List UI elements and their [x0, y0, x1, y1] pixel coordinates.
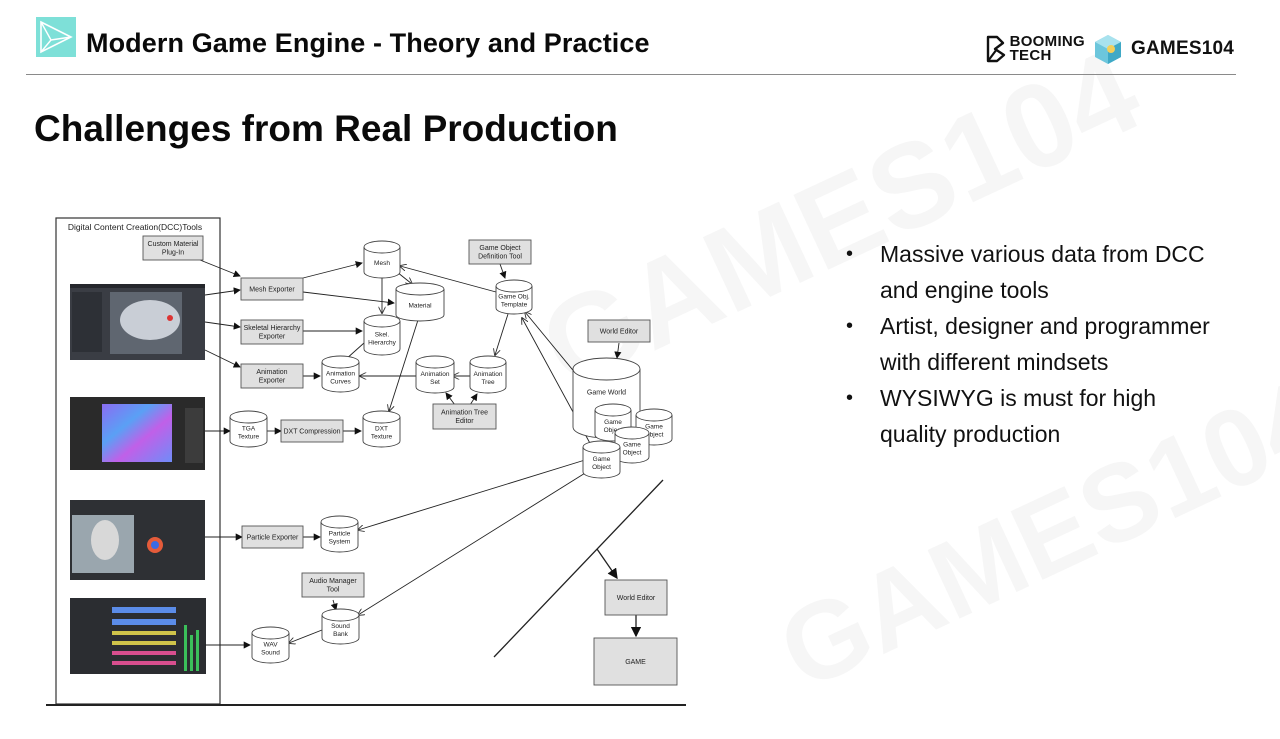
- dcc-tools-panel-title: Digital Content Creation(DCC)Tools: [68, 222, 202, 232]
- node-label: Animation: [256, 369, 287, 376]
- node-label: Sound: [261, 649, 280, 656]
- brand-logos: BOOMING TECH GAMES104: [985, 33, 1234, 65]
- node-label: GAME: [625, 659, 646, 666]
- node-label: Object: [645, 431, 664, 438]
- node-particle-exporter: Particle Exporter: [241, 525, 304, 549]
- games104-text: GAMES104: [1131, 38, 1234, 59]
- pipeline-diagram: Digital Content Creation(DCC)Tools: [46, 217, 686, 706]
- node-label: Object: [604, 427, 623, 434]
- node-label: Audio Manager: [309, 578, 357, 585]
- node-label: Editor: [455, 418, 474, 425]
- play-triangle-icon: [40, 20, 73, 54]
- node-label: Object: [623, 449, 642, 456]
- node-label: System: [329, 538, 351, 545]
- node-label: Set: [430, 379, 440, 386]
- node-label: Hierarchy: [368, 339, 397, 346]
- node-label: Particle Exporter: [247, 534, 299, 541]
- header-divider: [26, 74, 1236, 75]
- node-label: World Editor: [617, 595, 656, 602]
- node-label: Animation: [326, 370, 355, 377]
- node-label: DXT Compression: [283, 428, 340, 435]
- node-label: Custom Material: [148, 241, 199, 248]
- node-label: World Editor: [600, 328, 639, 335]
- node-label: Object: [592, 464, 611, 471]
- node-label: Tool: [327, 587, 340, 594]
- node-label: Skeletal Hierarchy: [244, 325, 301, 332]
- node-dxt-compression: DXT Compression: [280, 419, 344, 443]
- node-label: Animation: [421, 371, 450, 378]
- 3d-modeling-tool-screenshot: [70, 284, 205, 360]
- node-label: Definition Tool: [478, 254, 522, 261]
- store-skel-hierarchy: Skel.Hierarchy: [363, 314, 401, 356]
- node-game: GAME: [593, 637, 678, 686]
- bullet-dot-icon: •: [846, 387, 854, 409]
- particle-editor-screenshot: [70, 500, 205, 580]
- node-label: TGA: [242, 425, 256, 432]
- texture-editor-screenshot: [70, 397, 205, 470]
- node-label: Bank: [333, 631, 349, 638]
- node-label: Tree: [481, 379, 495, 386]
- node-label: Exporter: [259, 334, 286, 341]
- store-game-obj-template: Game Obj.Template: [495, 279, 533, 315]
- booming-tech-logo: BOOMING TECH: [985, 33, 1086, 64]
- store-mesh: Mesh: [363, 240, 401, 279]
- bullet-dot-icon: •: [846, 315, 854, 337]
- store-material: Material: [395, 282, 445, 322]
- node-label: Game: [604, 419, 622, 426]
- node-world-editor-top: World Editor: [587, 319, 651, 343]
- node-label: Curves: [330, 378, 351, 385]
- course-logo: [36, 17, 76, 57]
- slide-title: Challenges from Real Production: [34, 108, 618, 149]
- node-label: Skel.: [375, 331, 390, 338]
- audio-editor-screenshot: [70, 598, 206, 674]
- node-label: Mesh: [374, 260, 390, 267]
- node-label: Game World: [587, 389, 626, 396]
- node-label: Material: [408, 302, 432, 309]
- games104-cube-icon: [1095, 35, 1122, 64]
- node-label: Exporter: [259, 378, 286, 385]
- node-label: DXT: [375, 425, 388, 432]
- node-label: Animation Tree: [441, 410, 488, 417]
- booming-tech-icon: [986, 35, 1005, 63]
- node-label: Game: [593, 456, 611, 463]
- node-label: Game Obj.: [498, 293, 530, 300]
- node-label: Template: [501, 301, 528, 308]
- node-label: Mesh Exporter: [249, 286, 295, 293]
- node-label: Texture: [238, 433, 260, 440]
- node-label: Particle: [329, 530, 351, 537]
- node-label: WAV: [263, 641, 278, 648]
- node-label: Game Object: [479, 245, 520, 252]
- node-label: Game: [645, 423, 663, 430]
- node-label: Texture: [371, 433, 393, 440]
- node-label: Animation: [474, 371, 503, 378]
- bullet-dot-icon: •: [846, 243, 854, 265]
- node-mesh-exporter: Mesh Exporter: [240, 277, 304, 301]
- node-world-editor-bottom: World Editor: [604, 579, 668, 616]
- node-label: Sound: [331, 623, 350, 630]
- course-title: Modern Game Engine - Theory and Practice: [86, 28, 650, 58]
- node-label: Plug-In: [162, 250, 184, 257]
- booming-tech-text: BOOMING TECH: [1009, 33, 1086, 64]
- node-label: Game: [623, 441, 641, 448]
